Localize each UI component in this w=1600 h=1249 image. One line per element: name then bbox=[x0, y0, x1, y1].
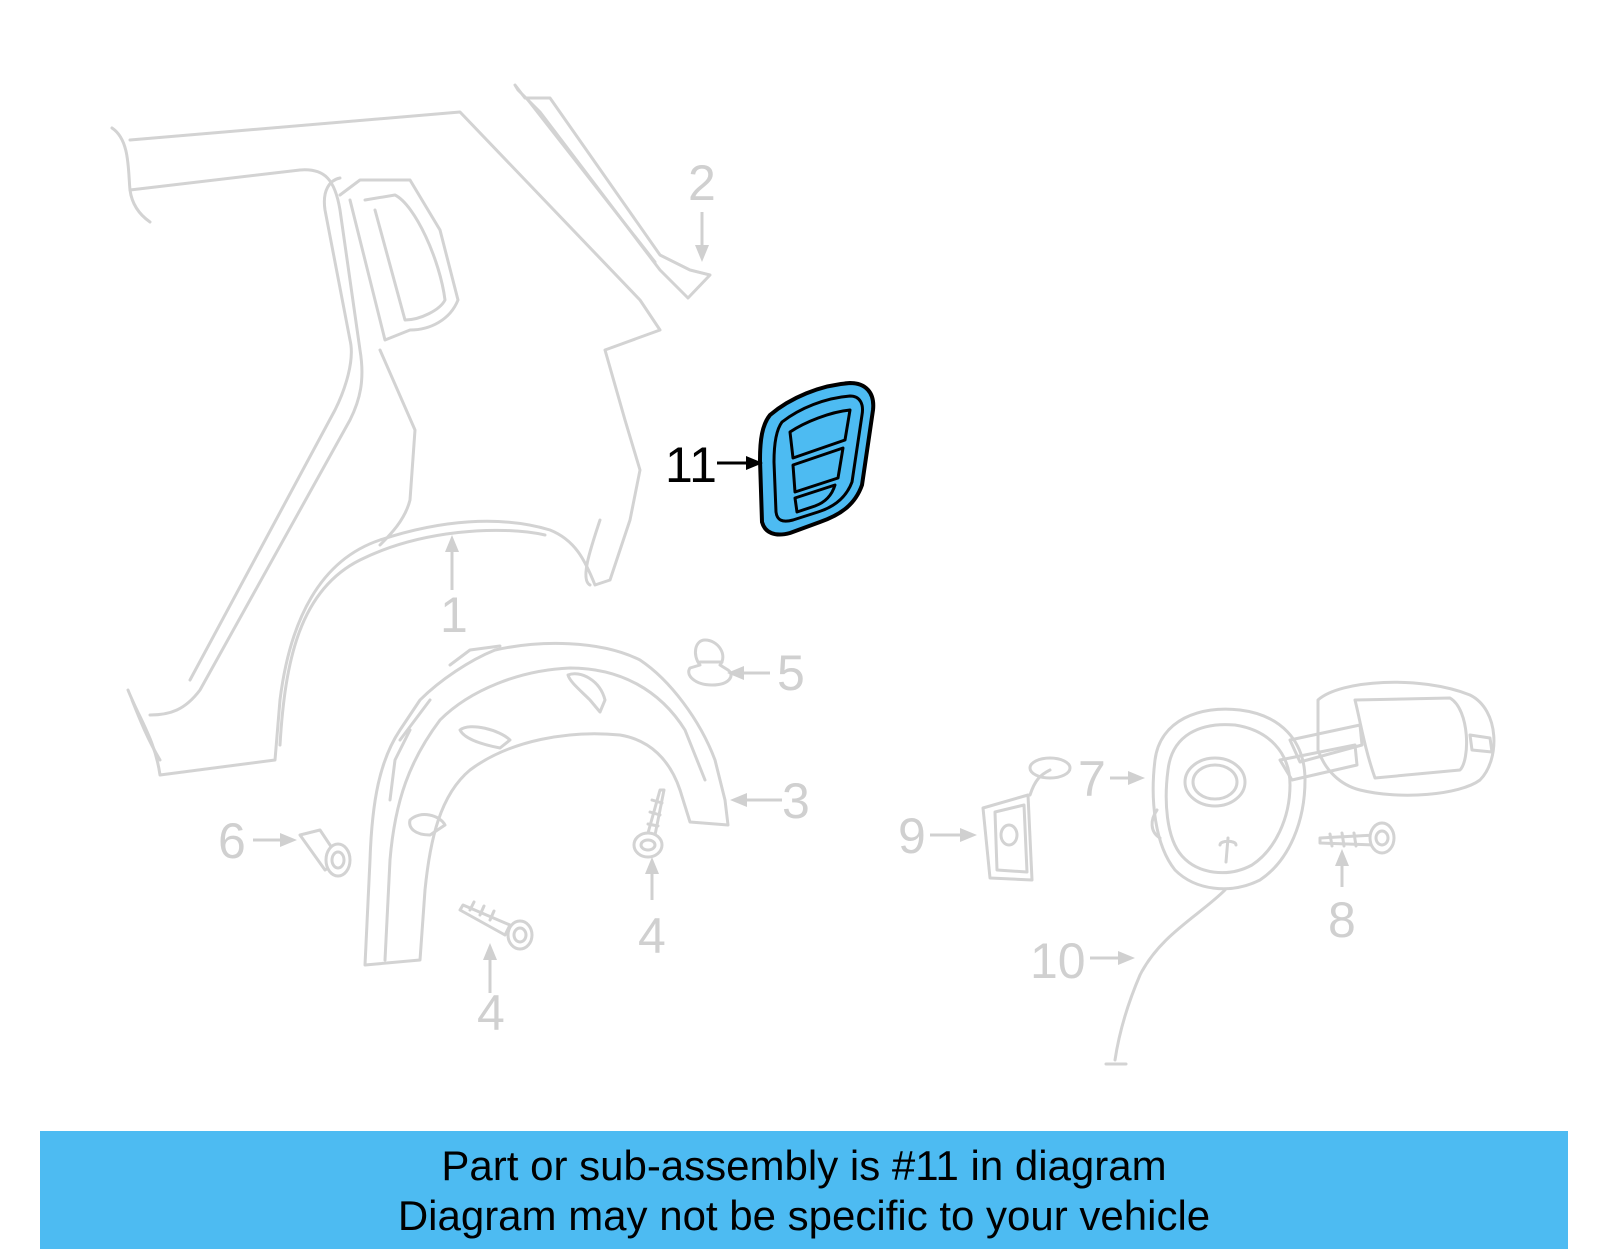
part-1-quarter-panel bbox=[110, 110, 662, 777]
callout-arrows bbox=[253, 212, 1349, 993]
info-banner: Part or sub-assembly is #11 in diagram D… bbox=[40, 1131, 1568, 1249]
callout-1[interactable]: 1 bbox=[440, 587, 468, 643]
callout-4a[interactable]: 4 bbox=[477, 985, 505, 1041]
callout-9[interactable]: 9 bbox=[898, 808, 926, 864]
part-3-wheel-liner bbox=[363, 641, 730, 967]
part-10-cable bbox=[1104, 888, 1227, 1066]
part-5-clip bbox=[687, 638, 733, 687]
callout-11[interactable]: 11 bbox=[665, 437, 717, 493]
callout-8[interactable]: 8 bbox=[1328, 892, 1356, 948]
banner-line-1: Part or sub-assembly is #11 in diagram bbox=[441, 1142, 1167, 1189]
banner-line-2: Diagram may not be specific to your vehi… bbox=[397, 1192, 1211, 1239]
parts-diagram: 1 2 3 4 4 5 6 7 8 9 10 11 bbox=[110, 83, 1496, 1066]
callout-3[interactable]: 3 bbox=[782, 773, 810, 829]
callout-7[interactable]: 7 bbox=[1078, 751, 1106, 807]
part-7-housing bbox=[1150, 707, 1307, 891]
callout-4b[interactable]: 4 bbox=[638, 908, 666, 964]
callout-10[interactable]: 10 bbox=[1030, 933, 1086, 989]
callout-5[interactable]: 5 bbox=[777, 645, 805, 701]
part-6-nut bbox=[298, 828, 352, 878]
part-4-screw-b bbox=[632, 788, 666, 859]
callout-2[interactable]: 2 bbox=[688, 155, 716, 211]
part-7-fuel-lid bbox=[1278, 680, 1496, 797]
part-11-fuel-door[interactable] bbox=[758, 381, 876, 537]
part-4-screw-a bbox=[458, 900, 534, 951]
part-8-screw bbox=[1318, 821, 1396, 855]
part-2-strip bbox=[513, 83, 712, 300]
part-9-bracket bbox=[981, 756, 1072, 882]
callout-labels: 1 2 3 4 4 5 6 7 8 9 10 11 bbox=[218, 155, 1356, 1041]
callout-6[interactable]: 6 bbox=[218, 813, 246, 869]
